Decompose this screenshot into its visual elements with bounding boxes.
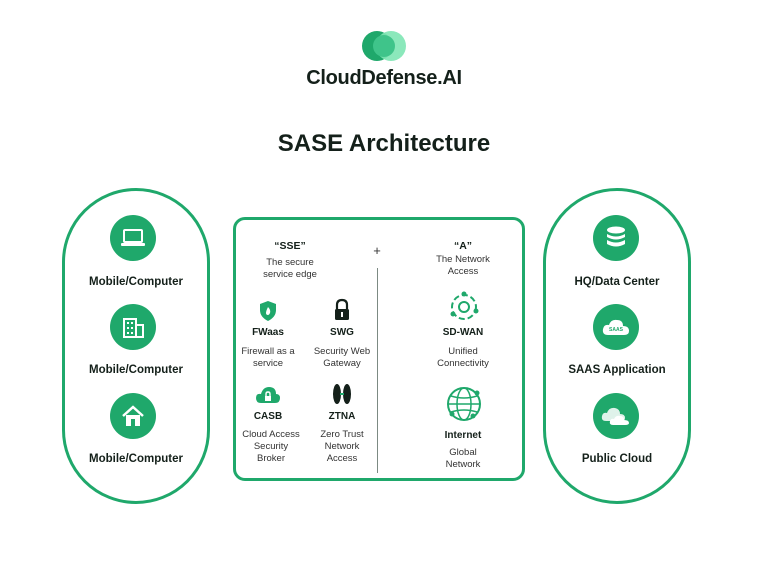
home-icon xyxy=(110,393,156,439)
casb-line3: Broker xyxy=(257,453,285,464)
sd-wan-network-icon xyxy=(450,291,479,320)
sdwan-line2: Connectivity xyxy=(437,358,489,369)
lock-icon xyxy=(335,298,349,320)
clouddefense-logo-icon xyxy=(362,31,406,61)
casb-label: CASB xyxy=(253,411,283,422)
ztna-label: ZTNA xyxy=(328,411,356,422)
database-icon xyxy=(593,215,639,261)
casb-line1: Cloud Access xyxy=(242,429,300,440)
internet-label: Internet xyxy=(444,430,482,441)
cloud-lock-icon xyxy=(256,387,280,403)
building-icon xyxy=(110,304,156,350)
left-item-label: Mobile/Computer xyxy=(89,364,183,376)
sase-components-box xyxy=(233,217,525,481)
swg-line2: Gateway xyxy=(323,358,361,369)
fwaas-line1: Firewall as a xyxy=(241,346,295,357)
left-item-label: Mobile/Computer xyxy=(89,276,183,288)
saas-cloud-icon: SAAS xyxy=(593,304,639,350)
zero-trust-icon xyxy=(333,384,351,404)
sse-desc-line2: service edge xyxy=(263,269,317,280)
sdwan-line1: Unified xyxy=(448,346,478,357)
page-title: SASE Architecture xyxy=(277,130,491,157)
endpoints-group xyxy=(62,188,210,504)
globe-network-icon xyxy=(447,387,481,421)
network-access-heading: “A” xyxy=(453,240,473,252)
network-access-desc-line2: Access xyxy=(447,266,479,277)
ztna-line2: Network xyxy=(324,441,360,452)
network-access-desc-line1: The Network xyxy=(436,254,490,265)
right-item-label: SAAS Application xyxy=(568,364,666,376)
brand-name: CloudDefense.AI xyxy=(306,67,462,89)
sse-desc-line1: The secure xyxy=(266,257,314,268)
cloud-icon xyxy=(593,393,639,439)
plus-sign: + xyxy=(373,243,381,258)
sse-heading: “SSE” xyxy=(274,240,306,252)
destinations-group xyxy=(543,188,691,504)
ztna-line3: Access xyxy=(326,453,358,464)
right-item-label: HQ/Data Center xyxy=(574,276,660,288)
casb-line2: Security xyxy=(253,441,289,452)
internet-line2: Network xyxy=(445,459,481,470)
left-item-label: Mobile/Computer xyxy=(89,453,183,465)
fwaas-label: FWaas xyxy=(252,327,284,338)
laptop-icon xyxy=(110,215,156,261)
ztna-line1: Zero Trust xyxy=(320,429,364,440)
sse-network-divider xyxy=(377,268,378,473)
swg-label: SWG xyxy=(330,327,354,338)
right-item-label: Public Cloud xyxy=(581,453,653,465)
sdwan-label: SD-WAN xyxy=(442,327,484,338)
internet-line1: Global xyxy=(449,447,477,458)
saas-badge-text: SAAS xyxy=(609,327,624,333)
fwaas-line2: service xyxy=(252,358,284,369)
swg-line1: Security Web xyxy=(313,346,371,357)
firewall-shield-icon xyxy=(260,301,276,321)
